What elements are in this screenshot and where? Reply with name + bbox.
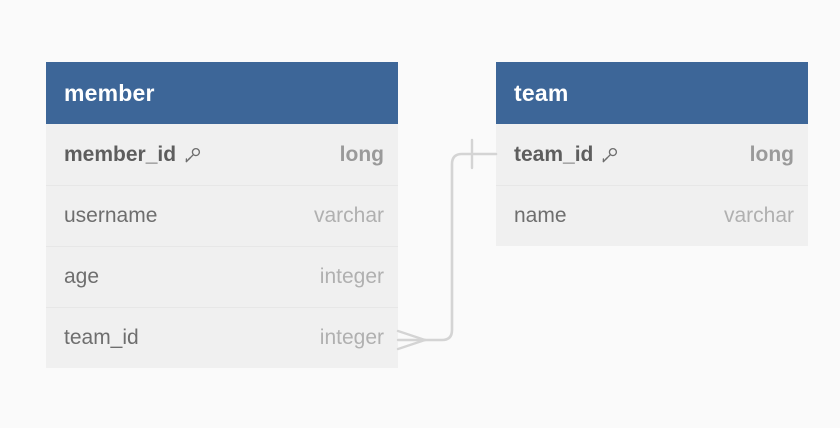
entity-table-member[interactable]: member member_id long [46,62,398,368]
field-name-label: team_id [514,142,594,166]
field-name-cell: username [64,204,157,228]
entity-field-row[interactable]: age integer [46,246,398,307]
field-name-label: name [514,204,567,227]
entity-field-list-team: team_id long name varcha [496,124,808,246]
entity-field-row[interactable]: member_id long [46,124,398,185]
field-name-label: age [64,265,100,288]
field-type-label: long [749,142,794,166]
field-type-label: varchar [723,204,794,227]
field-name-cell: name [514,204,567,228]
entity-field-list-member: member_id long username [46,124,398,368]
field-type-label: varchar [313,204,384,227]
key-icon [600,146,619,165]
field-type-label: long [339,142,384,166]
field-name-label: member_id [64,142,177,166]
entity-header-team[interactable]: team [496,62,808,124]
crows-foot-icon [396,329,427,351]
field-name-cell: team_id [64,326,139,350]
field-name-cell: team_id [514,143,619,167]
entity-field-row[interactable]: team_id integer [46,307,398,368]
key-icon [183,146,202,165]
field-name-label: username [64,204,158,227]
entity-field-row[interactable]: team_id long [496,124,808,185]
field-name-label: team_id [64,326,139,349]
field-name-cell: age [64,265,99,289]
entity-header-member[interactable]: member [46,62,398,124]
field-type-label: integer [319,326,384,349]
field-type-label: integer [319,265,384,288]
entity-field-row[interactable]: name varchar [496,185,808,246]
relationship-line [423,152,498,342]
entity-table-team[interactable]: team team_id long [496,62,808,246]
entity-field-row[interactable]: username varchar [46,185,398,246]
field-name-cell: member_id [64,143,202,167]
